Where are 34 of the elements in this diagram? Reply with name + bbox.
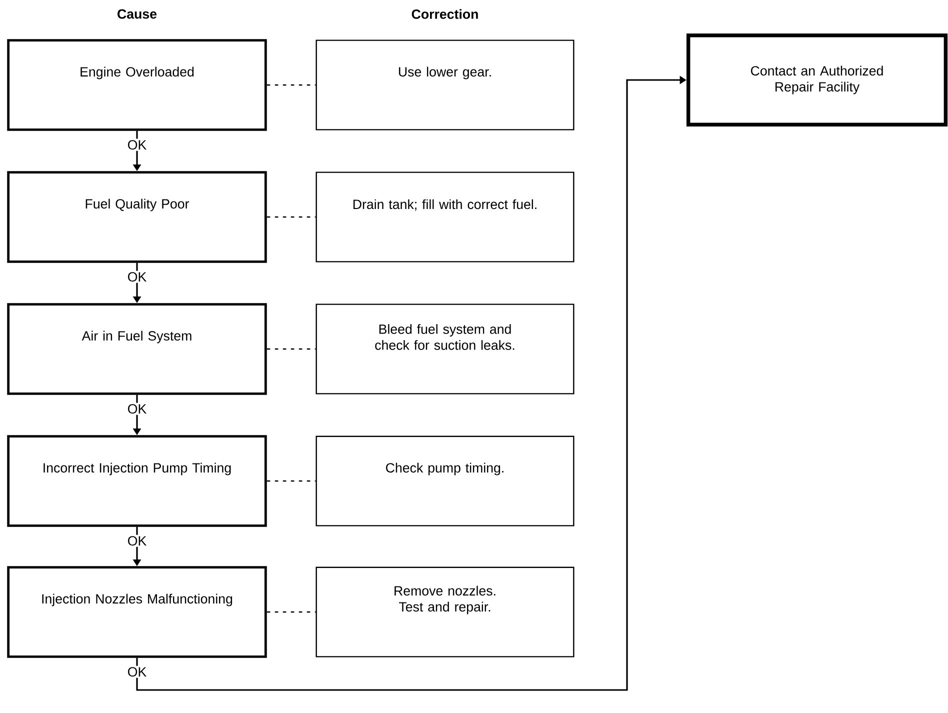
cause-box xyxy=(7,39,267,131)
node-label: Use lower gear. xyxy=(398,66,491,80)
cause-box xyxy=(7,435,267,527)
correction-box xyxy=(316,172,574,262)
correction-box xyxy=(316,40,574,130)
edge-label: OK xyxy=(126,270,148,283)
node-label: Incorrect Injection Pump Timing xyxy=(44,462,231,476)
column-heading: Correction xyxy=(412,9,478,19)
node-label: Injection Nozzles Malfunctioning xyxy=(42,594,232,606)
edge-label: OK xyxy=(126,402,148,415)
correction-box xyxy=(316,436,574,526)
correction-box xyxy=(316,304,574,394)
connector xyxy=(266,216,316,218)
edge-label: OK xyxy=(126,666,148,678)
node-label: Contact an Authorized Repair Facility xyxy=(750,66,883,94)
connector xyxy=(266,84,316,86)
connector xyxy=(266,611,316,613)
connector xyxy=(266,348,316,350)
correction-box xyxy=(316,566,574,658)
cause-box xyxy=(7,303,267,395)
cause-box xyxy=(7,566,267,658)
node-label: Check pump timing. xyxy=(386,462,504,476)
node-label: Remove nozzles. Test and repair. xyxy=(394,586,496,614)
node-label: Air in Fuel System xyxy=(82,330,192,344)
cause-box xyxy=(7,171,267,263)
edge-label: OK xyxy=(126,534,148,547)
node-label: Fuel Quality Poor xyxy=(86,198,190,212)
node-label: Drain tank; fill with correct fuel. xyxy=(353,199,536,211)
node-label: Engine Overloaded xyxy=(80,66,194,80)
action-box xyxy=(686,33,948,127)
node-label: Bleed fuel system and check for suction leaks. xyxy=(375,324,514,350)
column-heading: Cause xyxy=(118,9,157,19)
connector xyxy=(266,480,316,482)
edge-label: OK xyxy=(126,138,148,151)
